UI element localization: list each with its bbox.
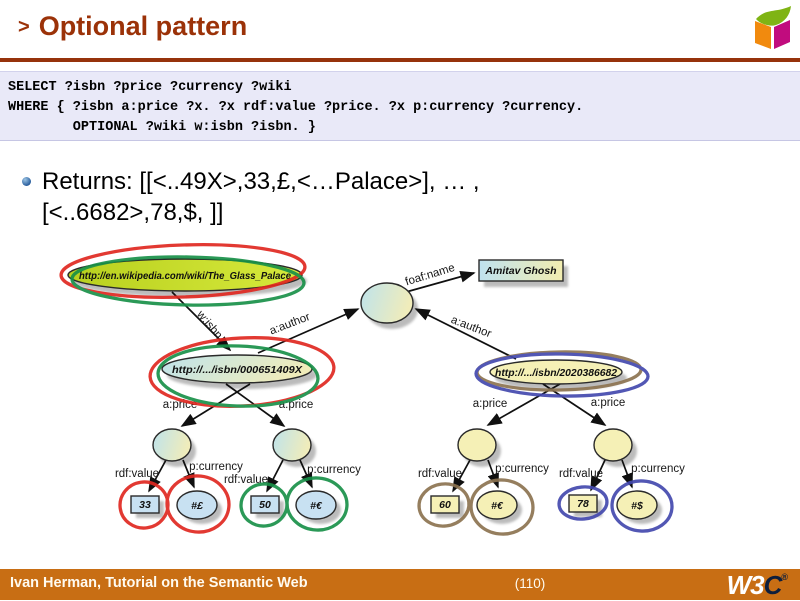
blank-node-price-l2 xyxy=(272,428,312,462)
annotation-circles xyxy=(59,243,674,536)
edge-label-pcurrency: p:currency xyxy=(495,463,549,475)
annotation-brown-eur-right xyxy=(469,478,535,536)
title-rule xyxy=(0,58,800,62)
edge-aauthor-right xyxy=(414,308,517,360)
author-name-box xyxy=(478,259,564,282)
wiki-url-label: http://en.wikipedia.com/wiki/The_Glass_P… xyxy=(79,270,291,282)
annotation-blue-isbn-right xyxy=(474,352,650,398)
edge-label-pcurrency: p:currency xyxy=(307,464,361,476)
edge-label-aauthor: a:author xyxy=(268,311,312,337)
isbn-node-right xyxy=(489,359,623,385)
literal-60-label: 60 xyxy=(439,499,451,511)
returns-bullet-item: Returns: [[<..49X>,33,£,<…Palace>], … , … xyxy=(20,166,760,228)
edge-aauthor-left xyxy=(257,308,360,354)
literal-50-label: 50 xyxy=(259,499,271,511)
footer-author: Ivan Herman, Tutorial on the Semantic We… xyxy=(10,575,308,591)
annotation-red-gbp xyxy=(165,474,231,534)
semantic-web-cube-logo xyxy=(755,6,791,49)
code-line: WHERE { ?isbn a:price ?x. ?x rdf:value ?… xyxy=(8,100,584,115)
edge-rdfvalue-l1 xyxy=(148,459,167,493)
annotation-green-isbn-left xyxy=(156,344,320,408)
isbn-left-label: http://.../isbn/000651409X xyxy=(172,364,303,376)
author-name-label: Amitav Ghosh xyxy=(484,265,556,277)
literal-50 xyxy=(250,495,280,514)
blank-node-price-r2 xyxy=(593,428,633,462)
edge-label-rdfvalue: rdf:value xyxy=(418,468,462,480)
literal-78-label: 78 xyxy=(577,498,589,510)
title-text: Optional pattern xyxy=(38,11,248,41)
annotation-blue-usd xyxy=(610,479,674,533)
w3c-logo: W3C® xyxy=(727,570,788,601)
currency-node-eur-left xyxy=(295,490,337,520)
currency-node-eur-right xyxy=(476,490,518,520)
annotation-blue-78 xyxy=(557,485,609,521)
currency-usd-label: #$ xyxy=(631,500,643,512)
title-marker: > xyxy=(18,16,30,38)
sparql-code-block: SELECT ?isbn ?price ?currency ?wiki WHER… xyxy=(0,71,800,141)
cube-right-face xyxy=(774,20,790,49)
annotation-green-wiki xyxy=(70,255,306,307)
graph-nodes xyxy=(67,258,658,520)
blank-node-price-l1 xyxy=(152,428,192,462)
edge-pcurrency-r1 xyxy=(487,459,499,489)
isbn-node-left xyxy=(161,354,313,384)
annotation-green-eur-left xyxy=(285,476,349,532)
blank-node-author xyxy=(360,282,414,324)
cube-leaf-icon xyxy=(756,6,791,26)
isbn-right-label: http://.../isbn/2020386682 xyxy=(495,367,617,379)
edge-label-aprice: a:price xyxy=(591,397,626,409)
blank-node-price-r1 xyxy=(457,428,497,462)
page-number: (110) xyxy=(514,576,546,591)
w3c-logo-mark: ® xyxy=(781,572,788,582)
bullet-icon xyxy=(22,177,31,186)
currency-eur-left-label: #€ xyxy=(310,500,323,512)
w3c-logo-w3: W3 xyxy=(726,570,765,600)
edge-pcurrency-l1 xyxy=(182,459,195,489)
cube-left-face xyxy=(755,21,771,49)
w3c-logo-c: C xyxy=(763,570,783,600)
literal-33 xyxy=(130,495,160,514)
currency-eur-right-label: #€ xyxy=(491,500,504,512)
annotation-red-wiki xyxy=(59,243,307,299)
annotation-brown-60 xyxy=(417,482,471,528)
returns-line-2: [<..6682>,78,$, ]] xyxy=(42,199,224,226)
literal-60 xyxy=(430,495,460,514)
edge-rdfvalue-r2 xyxy=(590,459,606,492)
node-labels: http://en.wikipedia.com/wiki/The_Glass_P… xyxy=(79,265,643,512)
edge-label-rdfvalue: rdf:value xyxy=(224,474,268,486)
code-line: SELECT ?isbn ?price ?currency ?wiki xyxy=(8,80,292,95)
edge-label-wisbn: w:isbn xyxy=(194,308,225,341)
currency-node-usd xyxy=(616,490,658,520)
edge-label-rdfvalue: rdf:value xyxy=(559,468,603,480)
edge-label-rdfvalue: rdf:value xyxy=(115,468,159,480)
edge-label-aprice: a:price xyxy=(473,398,508,410)
page-title: > Optional pattern xyxy=(18,11,247,42)
edge-foafname xyxy=(405,270,476,293)
code-line: OPTIONAL ?wiki w:isbn ?isbn. } xyxy=(8,120,316,135)
currency-node-gbp xyxy=(176,490,218,520)
edge-pcurrency-l2 xyxy=(299,459,313,489)
currency-gbp-label: #£ xyxy=(191,500,204,512)
literal-78 xyxy=(568,494,598,513)
edge-label-pcurrency: p:currency xyxy=(189,461,243,473)
literal-33-label: 33 xyxy=(139,499,151,511)
edge-label-pcurrency: p:currency xyxy=(631,463,685,475)
footer-bar: Ivan Herman, Tutorial on the Semantic We… xyxy=(0,569,800,600)
returns-line-1: Returns: [[<..49X>,33,£,<…Palace>], … , xyxy=(42,168,480,195)
